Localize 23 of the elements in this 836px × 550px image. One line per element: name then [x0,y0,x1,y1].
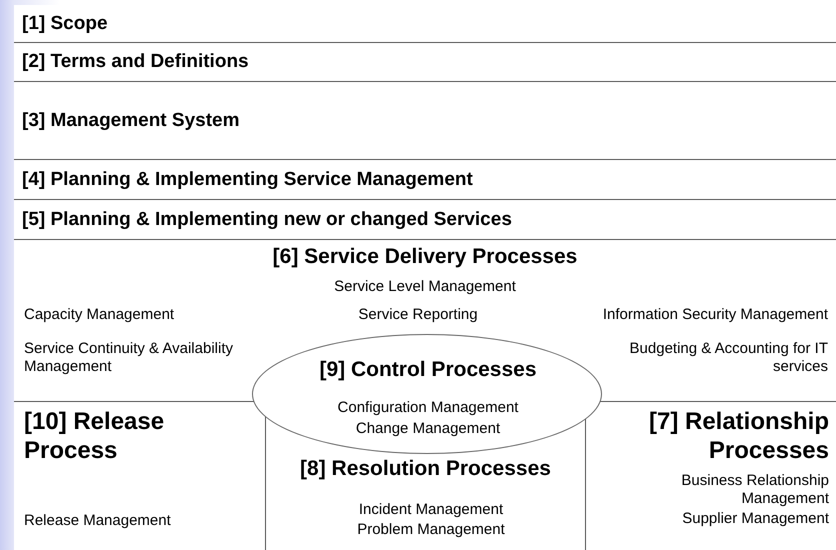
process-name: Budgeting & Accounting for IT services [628,340,828,376]
process-name: Release Management [24,512,172,530]
section-heading: [6] Service Delivery Processes [272,244,578,270]
process-name: Problem Management [356,521,506,539]
process-name: Incident Management [358,501,504,519]
process-name: Configuration Management [336,399,520,417]
section-title: [5] Planning & Implementing new or changed Services [22,208,512,230]
process-name: Change Management [354,420,502,438]
section-heading: [8] Resolution Processes [299,456,552,482]
process-name: Service Level Management [333,278,517,296]
process-name: Information Security Management [602,306,828,324]
section-heading: [9] Control Processes [318,357,538,382]
section-title: [2] Terms and Definitions [22,51,249,73]
process-name: Capacity Management [24,306,176,324]
section-heading: [10] Release Process [24,408,166,466]
process-name: Service Reporting [357,306,479,324]
process-name: Service Continuity & Availability Management [24,340,234,376]
process-name: Business Relationship Management [680,472,829,508]
section-title: [4] Planning & Implementing Service Management [22,168,473,190]
section-heading: [7] Relationship Processes [648,408,829,466]
section-title: [1] Scope [22,12,108,34]
process-name: Supplier Management [681,510,829,528]
section-title: [3] Management System [22,110,240,132]
